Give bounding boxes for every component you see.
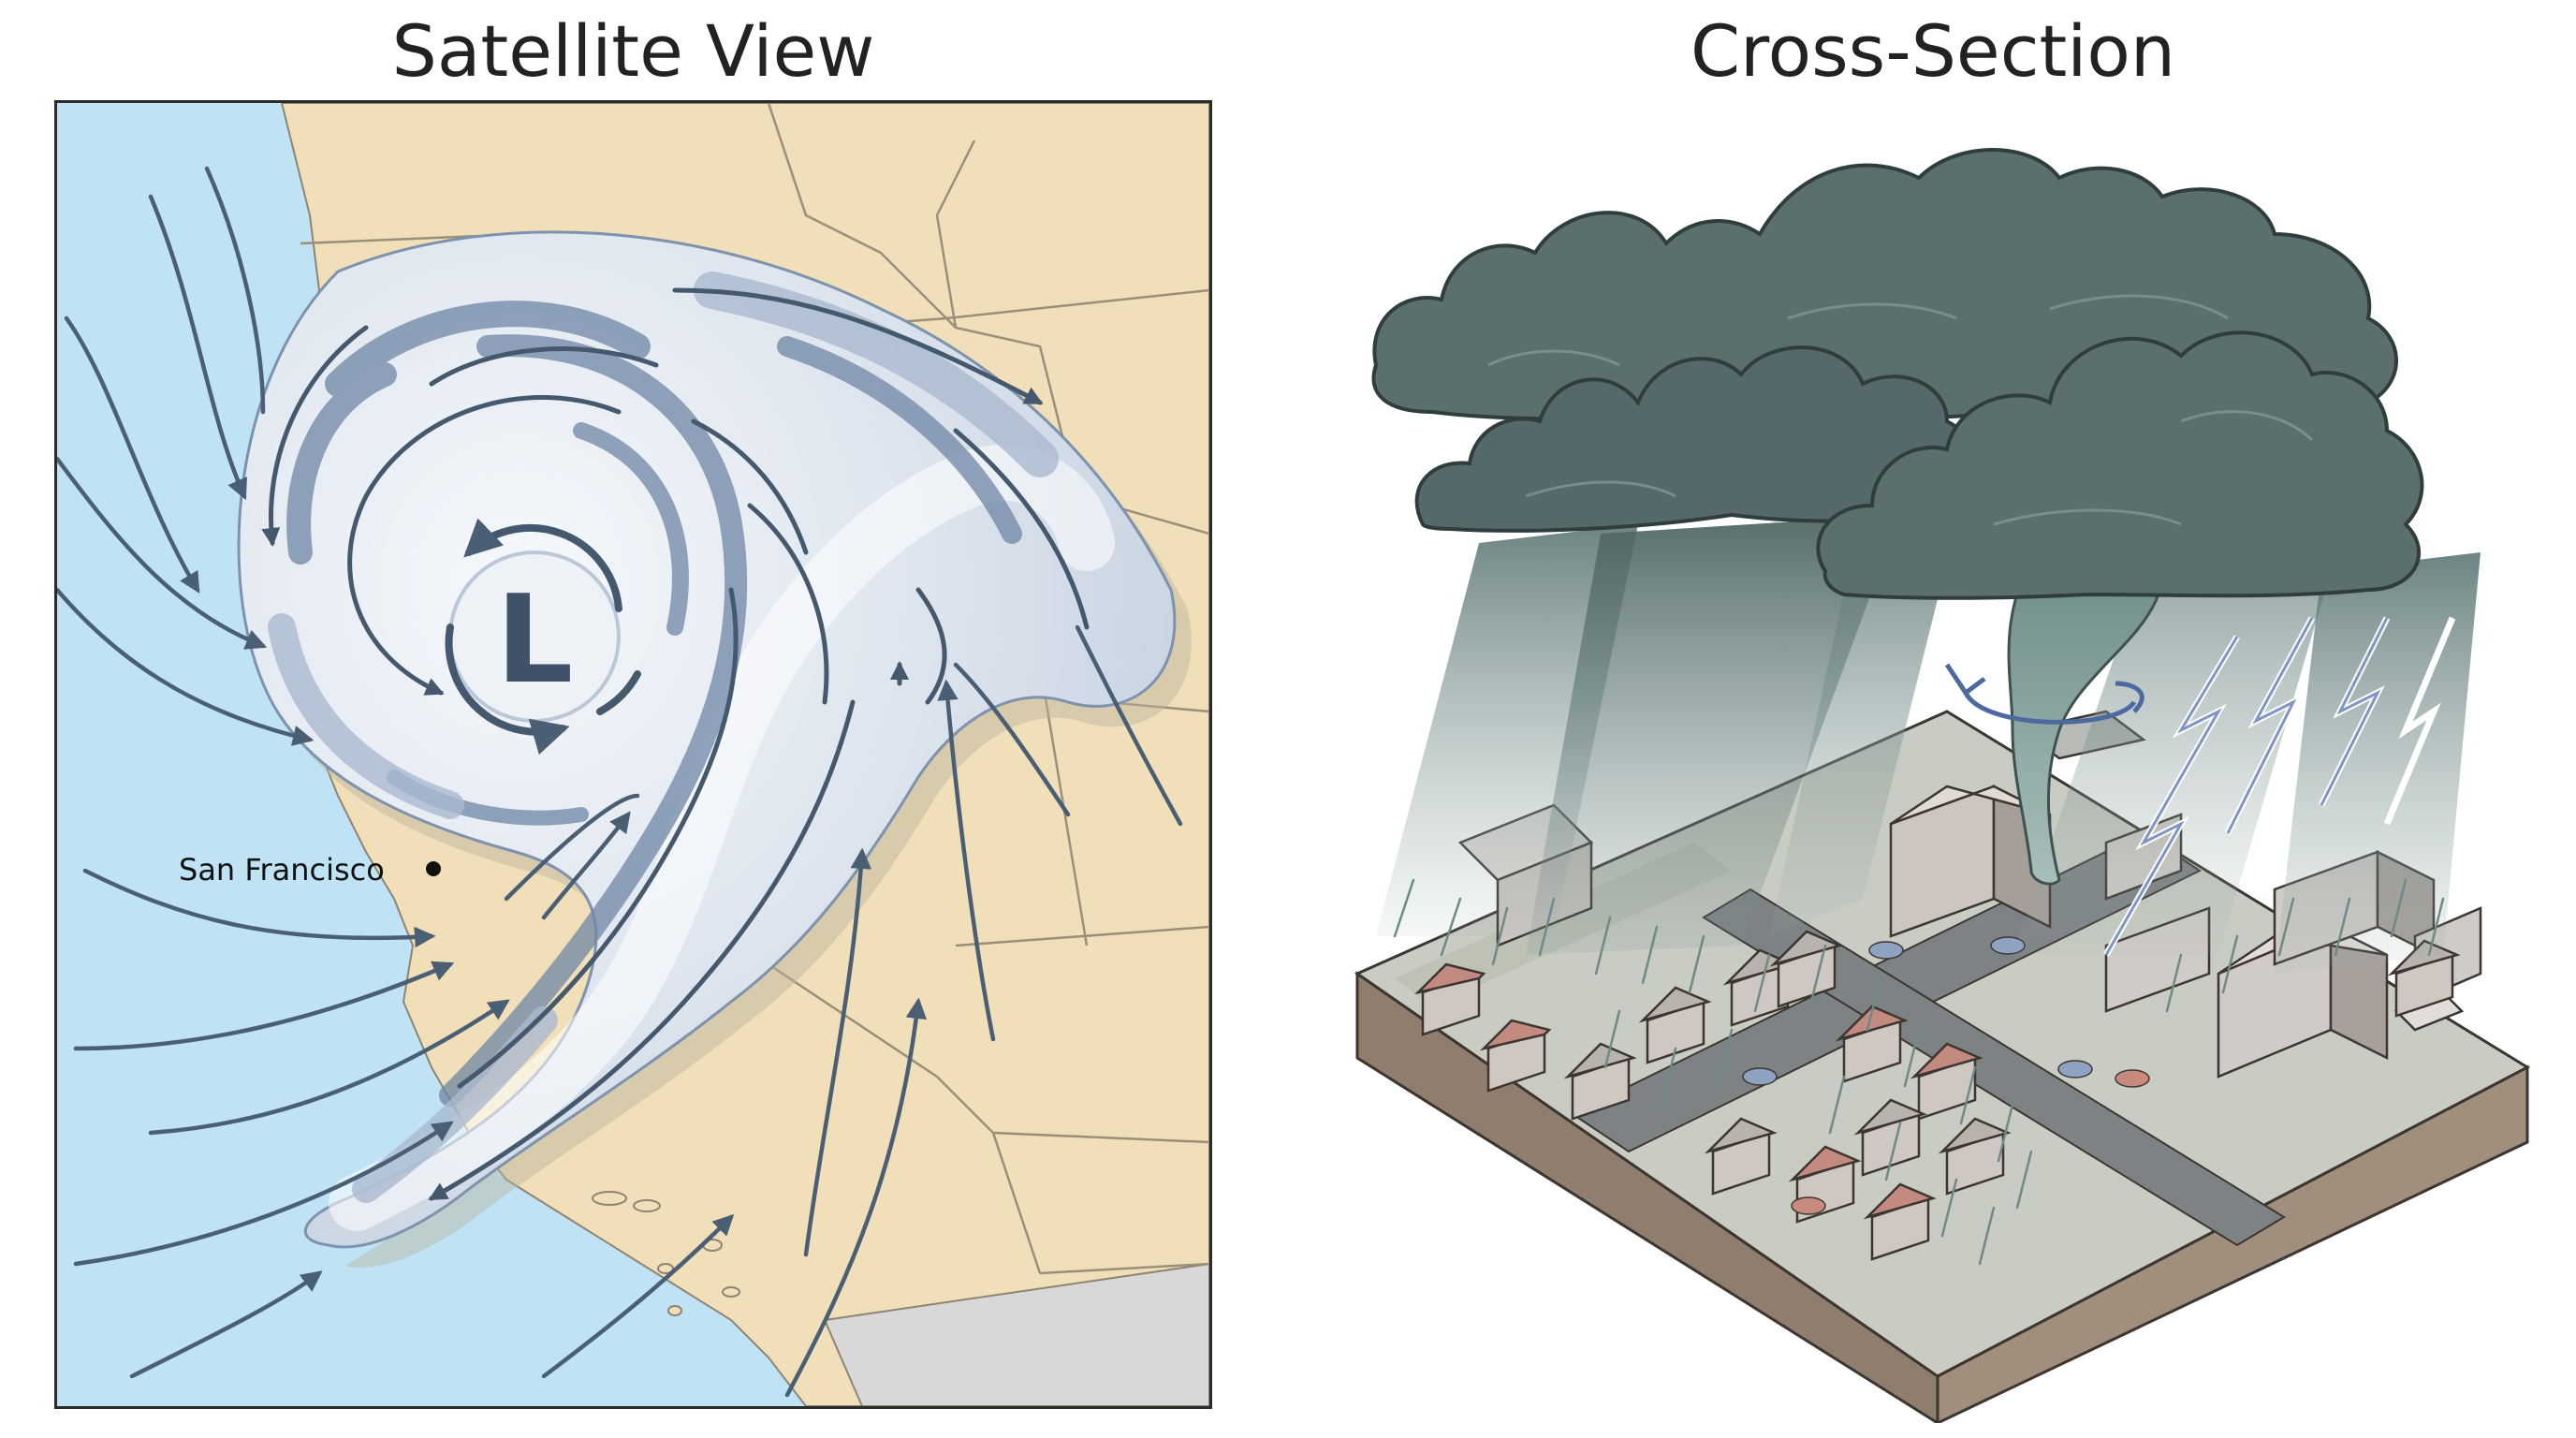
rain-streaks: [1393, 878, 2445, 1266]
spiral-arrows: [261, 287, 1090, 1201]
low-pressure-marker: L: [496, 568, 574, 711]
gray-region: [823, 1262, 1209, 1406]
storm-cloud-front-right: [1816, 330, 2424, 600]
house: [1853, 1098, 1927, 1177]
satellite-map-drawing: L San Francisco: [57, 103, 1209, 1406]
storm-clouds: [1371, 148, 2424, 600]
cars: [1742, 936, 2150, 1215]
cross-section-drawing: [1354, 148, 2531, 1426]
house: [1414, 962, 1486, 1036]
san-francisco-dot: [426, 861, 441, 876]
cloud-dark-bands: [286, 301, 1022, 1107]
house: [1638, 986, 1712, 1064]
house: [1563, 1042, 1637, 1121]
cross-section-diagram: [1339, 131, 2537, 1426]
satellite-map: L San Francisco: [54, 100, 1212, 1409]
storm-cloud-front-left: [1414, 345, 1977, 533]
cross-section-title: Cross-Section: [1690, 9, 2176, 93]
house: [1835, 1005, 1909, 1083]
rain-curtains: [1376, 506, 2481, 974]
channel-islands: [592, 1191, 740, 1316]
house: [1910, 1042, 1983, 1121]
house: [1938, 1117, 2012, 1196]
house: [1863, 1182, 1937, 1261]
wind-arrows: [57, 166, 1183, 1398]
rotation-arrows: [445, 518, 641, 756]
satellite-view-title: Satellite View: [391, 9, 875, 93]
house: [1480, 1019, 1552, 1093]
lightning-outlines: [2104, 617, 2389, 956]
san-francisco-label: San Francisco: [179, 852, 385, 888]
house: [1704, 1117, 1778, 1196]
